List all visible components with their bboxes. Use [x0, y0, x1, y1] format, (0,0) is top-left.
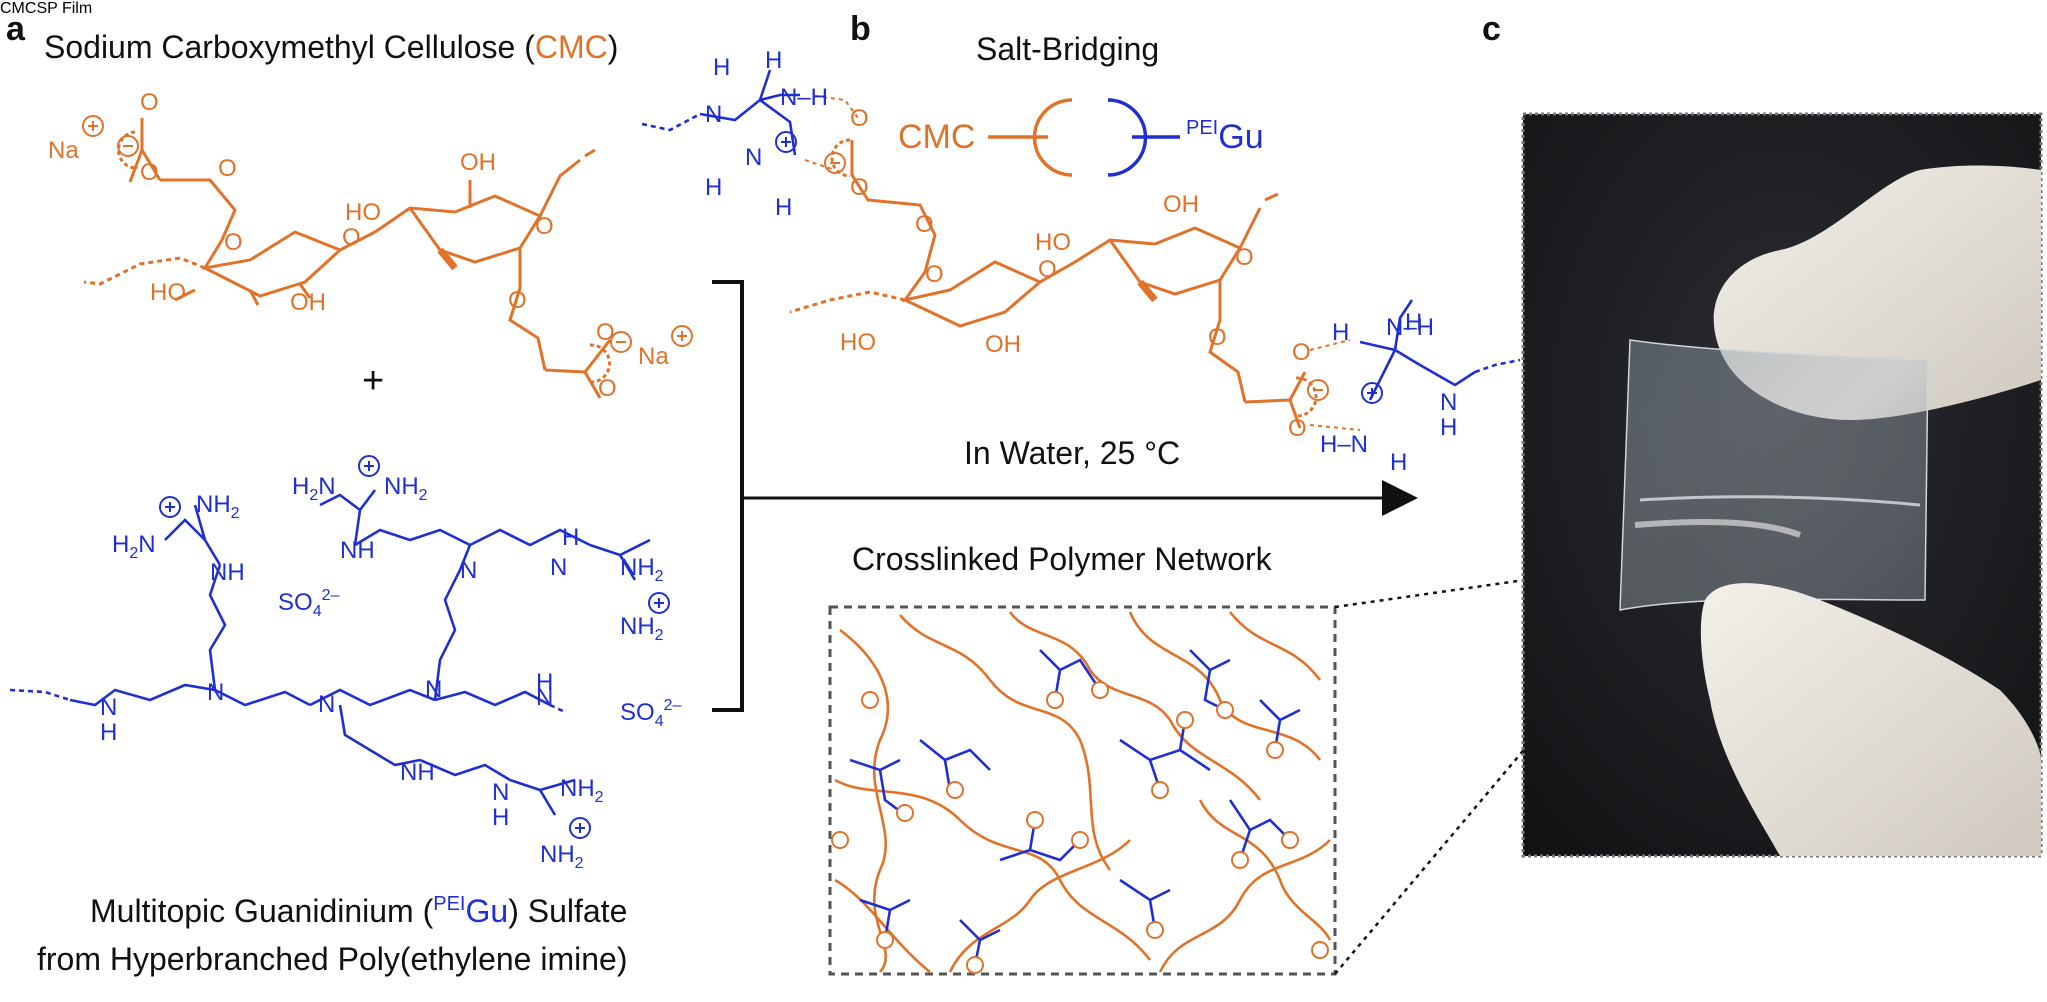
panel-a-letter: a	[6, 10, 26, 48]
pei-gu-structure	[9, 489, 651, 816]
panel-a-caption-line1: Multitopic Guanidinium (PEIGu) Sulfate	[90, 893, 627, 929]
svg-text:H: H	[562, 524, 579, 551]
svg-text:OH: OH	[1163, 191, 1199, 218]
svg-text:NH2: NH2	[620, 613, 664, 644]
svg-text:N: N	[550, 554, 567, 581]
svg-text:N–H: N–H	[1386, 314, 1434, 341]
svg-text:SO42–: SO42–	[278, 587, 339, 620]
svg-text:HO: HO	[840, 329, 876, 356]
svg-text:O: O	[925, 261, 944, 288]
svg-text:H2N: H2N	[112, 531, 156, 562]
network-orange-chains	[834, 611, 1332, 974]
svg-text:H: H	[1332, 319, 1349, 346]
reaction-condition: In Water, 25 °C	[964, 435, 1180, 471]
svg-text:H: H	[1390, 449, 1407, 476]
svg-text:H: H	[536, 669, 553, 696]
film-label: CMCSP Film	[0, 0, 93, 17]
panel-b-title: Salt-Bridging	[976, 31, 1159, 67]
svg-text:H: H	[765, 47, 782, 74]
svg-text:O: O	[535, 213, 554, 240]
svg-text:O: O	[915, 211, 934, 238]
svg-text:N: N	[745, 144, 762, 171]
svg-text:O: O	[850, 174, 869, 201]
zoom-lines	[1334, 563, 1641, 975]
panel-a-title: Sodium Carboxymethyl Cellulose (CMC)	[44, 29, 618, 65]
svg-text:Na: Na	[48, 137, 79, 164]
svg-text:NH2: NH2	[384, 473, 428, 504]
svg-text:N: N	[1440, 389, 1457, 416]
svg-text:HO: HO	[345, 199, 381, 226]
svg-text:SO42–: SO42–	[620, 697, 681, 730]
svg-text:H: H	[705, 174, 722, 201]
reaction-bracket	[712, 280, 744, 712]
svg-text:O: O	[224, 229, 243, 256]
cmc-charges	[82, 115, 693, 353]
panel-b-labels: H N H N–H N H H O O O O HO OH O HO OH O …	[705, 47, 1457, 476]
svg-text:NH: NH	[340, 537, 375, 564]
film-photo	[1521, 112, 2043, 858]
svg-text:H–N: H–N	[1320, 431, 1368, 458]
svg-text:HO: HO	[1035, 229, 1071, 256]
panel-c-letter: c	[1482, 10, 1501, 48]
svg-text:H2N: H2N	[292, 473, 336, 504]
svg-text:Na: Na	[638, 343, 669, 370]
svg-text:H: H	[492, 804, 509, 831]
network-crosslinks	[831, 681, 1329, 974]
panel-b-hbonds	[804, 95, 1361, 431]
svg-text:NH: NH	[210, 559, 245, 586]
svg-text:O: O	[1235, 244, 1254, 271]
plus-sign: +	[362, 360, 384, 402]
svg-text:N: N	[460, 557, 477, 584]
svg-text:O: O	[1292, 339, 1311, 366]
svg-text:NH2: NH2	[620, 554, 664, 585]
svg-text:O: O	[140, 89, 159, 116]
panel-a-caption-line2: from Hyperbranched Poly(ethylene imine)	[37, 941, 627, 977]
film-label-box: CMCSP Film const data = JSON.parse(docum…	[0, 0, 92, 17]
svg-text:NH2: NH2	[560, 775, 604, 806]
panel-b-cmc	[789, 138, 1318, 429]
scheme-gu-label: PEIGu	[1186, 117, 1264, 156]
svg-text:H: H	[1405, 309, 1422, 336]
svg-text:N: N	[318, 691, 335, 718]
svg-text:H: H	[1440, 414, 1457, 441]
svg-text:HO: HO	[150, 279, 186, 306]
svg-text:N: N	[536, 684, 553, 711]
svg-text:OH: OH	[460, 149, 496, 176]
scheme-cmc-label: CMC	[898, 118, 975, 156]
svg-text:OH: OH	[290, 289, 326, 316]
svg-text:N: N	[425, 676, 442, 703]
pei-gu-labels: NH N N N NH NH NH2 H2N N NH H2N NH2 HN N…	[100, 473, 681, 872]
svg-text:O: O	[508, 287, 527, 314]
svg-text:N: N	[100, 694, 117, 721]
svg-text:OH: OH	[985, 331, 1021, 358]
svg-text:N: N	[492, 779, 509, 806]
svg-text:O: O	[850, 105, 869, 132]
svg-text:N–H: N–H	[780, 84, 828, 111]
panel-b-charges	[775, 131, 1383, 404]
svg-text:O: O	[342, 224, 361, 251]
svg-text:O: O	[218, 155, 237, 182]
svg-text:O: O	[140, 159, 159, 186]
panel-b-letter: b	[850, 10, 871, 48]
svg-text:NH2: NH2	[540, 841, 584, 872]
network-title: Crosslinked Polymer Network	[852, 541, 1273, 577]
panel-b-gu	[641, 69, 1521, 401]
svg-text:H: H	[713, 54, 730, 81]
svg-text:O: O	[598, 375, 617, 402]
svg-text:O: O	[1288, 415, 1307, 442]
svg-text:N: N	[207, 679, 224, 706]
cmc-labels: O O O O HO OH O HO OH O O O O Na Na	[48, 89, 669, 402]
svg-text:O: O	[1208, 324, 1227, 351]
cmc-structure	[83, 118, 612, 399]
svg-text:N: N	[705, 101, 722, 128]
svg-text:NH2: NH2	[196, 491, 240, 522]
salt-bridge-scheme	[988, 98, 1180, 177]
svg-text:H: H	[775, 194, 792, 221]
svg-text:O: O	[1038, 256, 1057, 283]
pei-gu-charges	[159, 455, 670, 839]
svg-text:H: H	[100, 719, 117, 746]
svg-text:O: O	[596, 319, 615, 346]
svg-text:NH: NH	[400, 759, 435, 786]
